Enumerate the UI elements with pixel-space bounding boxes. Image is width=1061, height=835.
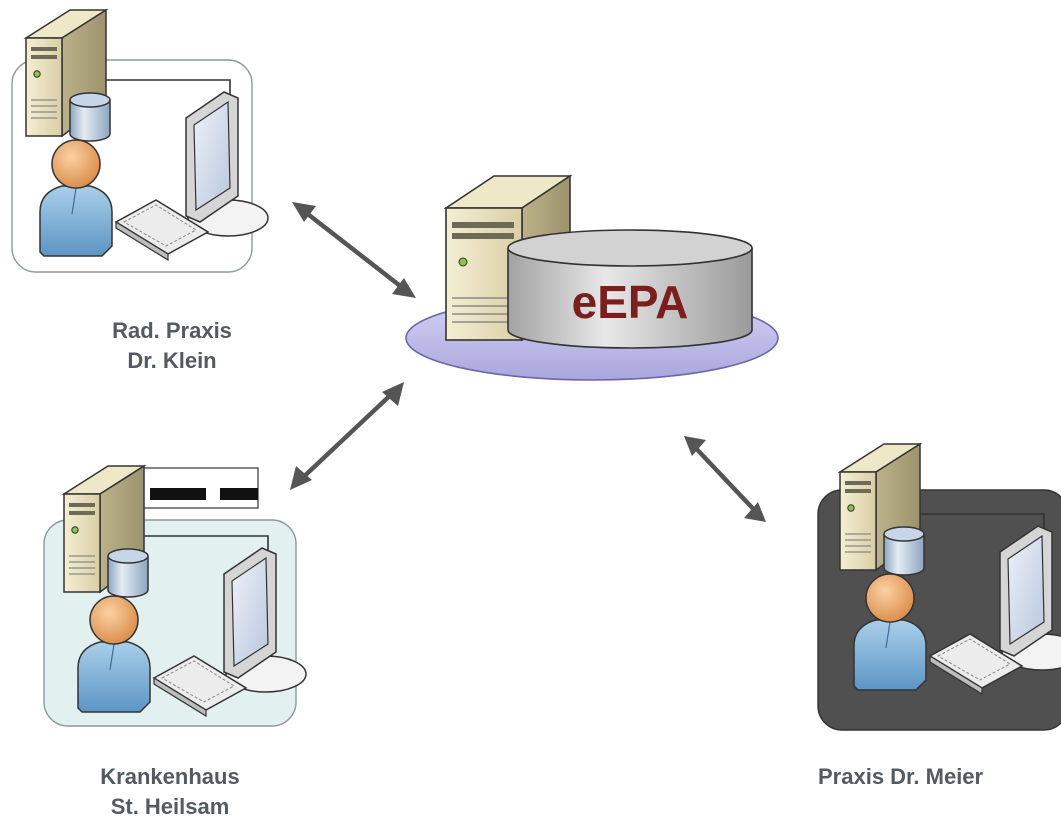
site-label-radiology: Rad. Praxis Dr. Klein [72,316,272,376]
site-label-line: St. Heilsam [110,794,230,819]
connection-arrows [290,202,766,522]
database-cylinder [507,229,753,349]
arrow-radiology [292,202,416,298]
site-label-line: Dr. Klein [127,348,217,373]
central-server: eEPA [405,174,779,381]
site-label-practice: Praxis Dr. Meier [818,762,1061,792]
arrow-hospital [290,382,404,490]
site-label-line: Praxis Dr. Meier [818,764,984,789]
central-label: eEPA [572,276,689,328]
site-hospital [43,465,307,727]
site-label-line: Krankenhaus [100,764,240,789]
site-label-hospital: Krankenhaus St. Heilsam [60,762,280,822]
arrow-practice [684,436,766,522]
site-practice [817,443,1061,731]
site-radiology [11,9,269,273]
site-label-line: Rad. Praxis [112,318,232,343]
